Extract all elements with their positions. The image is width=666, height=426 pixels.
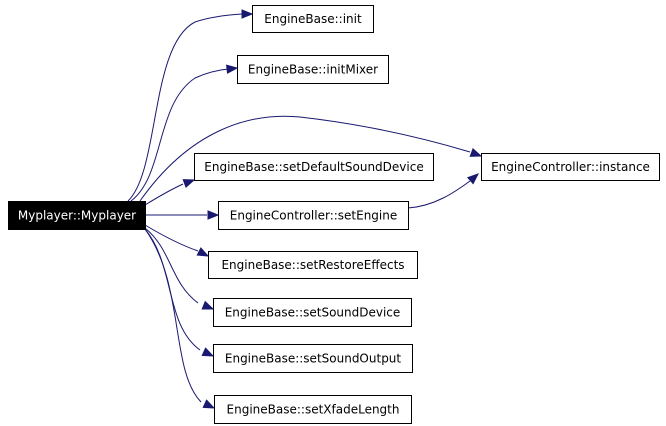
edge-myplayer-to-instance	[139, 115, 483, 202]
edge-myplayer-to-initMixer	[130, 64, 239, 202]
node-label[interactable]: EngineBase::init	[264, 12, 362, 26]
edge-myplayer-to-setXfadeLength	[144, 228, 216, 409]
arrowhead-icon	[469, 147, 483, 157]
edge-myplayer-to-setEngine	[145, 210, 220, 220]
node-label[interactable]: EngineBase::setDefaultSoundDevice	[204, 160, 423, 174]
edge-myplayer-to-setSoundDevice	[144, 227, 215, 310]
arrowhead-icon	[202, 399, 216, 409]
node-box[interactable]	[213, 298, 412, 327]
edge-line	[139, 115, 471, 202]
edge-setEngine-to-instance	[407, 173, 480, 209]
node-initMixer[interactable]: EngineBase::initMixer	[237, 55, 389, 84]
node-setSoundDevice[interactable]: EngineBase::setSoundDevice	[213, 298, 412, 327]
edge-line	[144, 228, 202, 403]
node-box[interactable]	[218, 201, 409, 230]
arrowhead-icon	[182, 179, 196, 189]
edge-line	[144, 224, 199, 252]
node-box[interactable]	[213, 344, 413, 373]
edge-myplayer-to-setSoundOutput	[144, 228, 215, 357]
node-box[interactable]	[214, 395, 412, 424]
node-label[interactable]: EngineController::instance	[491, 160, 650, 174]
edge-line	[130, 68, 229, 202]
node-box[interactable]	[8, 201, 146, 230]
node-setDefaultSoundDevice[interactable]: EngineBase::setDefaultSoundDevice	[194, 153, 434, 181]
node-box[interactable]	[252, 5, 374, 33]
node-label[interactable]: EngineBase::setSoundDevice	[225, 306, 401, 320]
node-setRestoreEffects[interactable]: EngineBase::setRestoreEffects	[208, 251, 418, 279]
arrowhead-icon	[201, 300, 215, 310]
edge-myplayer-to-setRestoreEffects	[144, 224, 210, 257]
node-label[interactable]: EngineController::setEngine	[230, 209, 398, 223]
edge-line	[407, 180, 471, 209]
arrowhead-icon	[201, 347, 215, 357]
node-setSoundOutput[interactable]: EngineBase::setSoundOutput	[213, 344, 413, 373]
node-box[interactable]	[237, 55, 389, 84]
edge-line	[144, 228, 201, 351]
edge-line	[144, 227, 199, 304]
node-label[interactable]: EngineBase::initMixer	[248, 63, 378, 77]
node-setXfadeLength[interactable]: EngineBase::setXfadeLength	[214, 395, 412, 424]
node-init[interactable]: EngineBase::init	[252, 5, 374, 33]
arrowhead-icon	[226, 64, 239, 74]
arrowhead-icon	[207, 210, 220, 220]
node-myplayer[interactable]: Myplayer::Myplayer	[8, 201, 146, 230]
node-label[interactable]: EngineBase::setRestoreEffects	[221, 258, 404, 272]
node-box[interactable]	[481, 153, 660, 181]
call-nodes: Myplayer::Myplayer EngineBase::initEngine…	[8, 5, 660, 424]
arrowhead-icon	[241, 9, 254, 19]
node-label[interactable]: Myplayer::Myplayer	[18, 209, 136, 223]
node-box[interactable]	[208, 251, 418, 279]
arrowhead-icon	[466, 173, 480, 185]
node-box[interactable]	[194, 153, 434, 181]
edge-line	[144, 183, 184, 206]
arrowhead-icon	[196, 247, 210, 257]
node-setEngine[interactable]: EngineController::setEngine	[218, 201, 409, 230]
edge-myplayer-to-init	[127, 9, 254, 202]
node-instance[interactable]: EngineController::instance	[481, 153, 660, 181]
edge-myplayer-to-setDefaultSoundDevice	[144, 179, 196, 206]
edge-line	[127, 13, 243, 202]
call-edges	[127, 9, 483, 409]
node-label[interactable]: EngineBase::setSoundOutput	[225, 352, 402, 366]
node-label[interactable]: EngineBase::setXfadeLength	[227, 403, 400, 417]
